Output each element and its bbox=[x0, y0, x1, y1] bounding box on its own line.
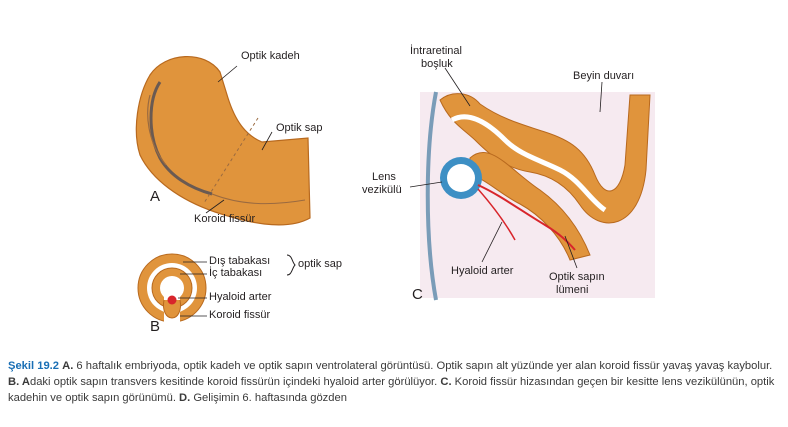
section-c-drawing bbox=[409, 67, 655, 301]
label-lens-2: vezikülü bbox=[362, 184, 402, 196]
label-lumen-1: Optik sapın bbox=[549, 271, 605, 283]
optic-cup-drawing bbox=[135, 56, 311, 226]
label-optik-sap-a: Optik sap bbox=[276, 122, 323, 134]
label-beyin-duvari: Beyin duvarı bbox=[573, 70, 635, 82]
caption-a-text: 6 haftalık embriyoda, optik kadeh ve opt… bbox=[73, 360, 773, 372]
panel-letter-b: B bbox=[150, 318, 161, 335]
figure-caption: Şekil 19.2 A. 6 haftalık embriyoda, opti… bbox=[8, 358, 782, 406]
label-lens-1: Lens bbox=[372, 171, 396, 183]
caption-b-letter: B. A bbox=[8, 376, 30, 388]
label-ic-tabakasi: İç tabakası bbox=[209, 267, 263, 279]
label-hyaloid-arter-c: Hyaloid arter bbox=[451, 265, 514, 277]
label-koroid-fissur-a: Koroid fissür bbox=[194, 213, 256, 225]
stalk-cross-section bbox=[137, 253, 296, 326]
panel-letter-c: C bbox=[412, 286, 423, 303]
label-dis-tabakasi: Dış tabakası bbox=[209, 255, 271, 267]
panel-letter-a: A bbox=[150, 188, 161, 205]
caption-c-letter: C. bbox=[440, 376, 452, 388]
label-lumen-2: lümeni bbox=[556, 284, 589, 296]
label-hyaloid-arter-b: Hyaloid arter bbox=[209, 291, 272, 303]
figure-illustration bbox=[135, 56, 655, 326]
label-intraretinal-2: boşluk bbox=[421, 58, 453, 70]
caption-d-text: Gelişimin 6. haftasında gözden bbox=[190, 392, 347, 404]
label-intraretinal-1: İntraretinal bbox=[410, 45, 462, 57]
label-optik-sap-b: optik sap bbox=[298, 258, 343, 270]
caption-d-letter: D. bbox=[179, 392, 191, 404]
caption-c-text: Koroid fissür hizasından geçen bir kesit… bbox=[8, 376, 775, 404]
caption-label: Şekil 19.2 bbox=[8, 360, 60, 372]
label-optik-kadeh: Optik kadeh bbox=[241, 50, 300, 62]
caption-a-letter: A. bbox=[62, 360, 74, 372]
caption-b-text: daki optik sapın transvers kesitinde kor… bbox=[29, 376, 441, 388]
label-koroid-fissur-b: Koroid fissür bbox=[209, 309, 271, 321]
